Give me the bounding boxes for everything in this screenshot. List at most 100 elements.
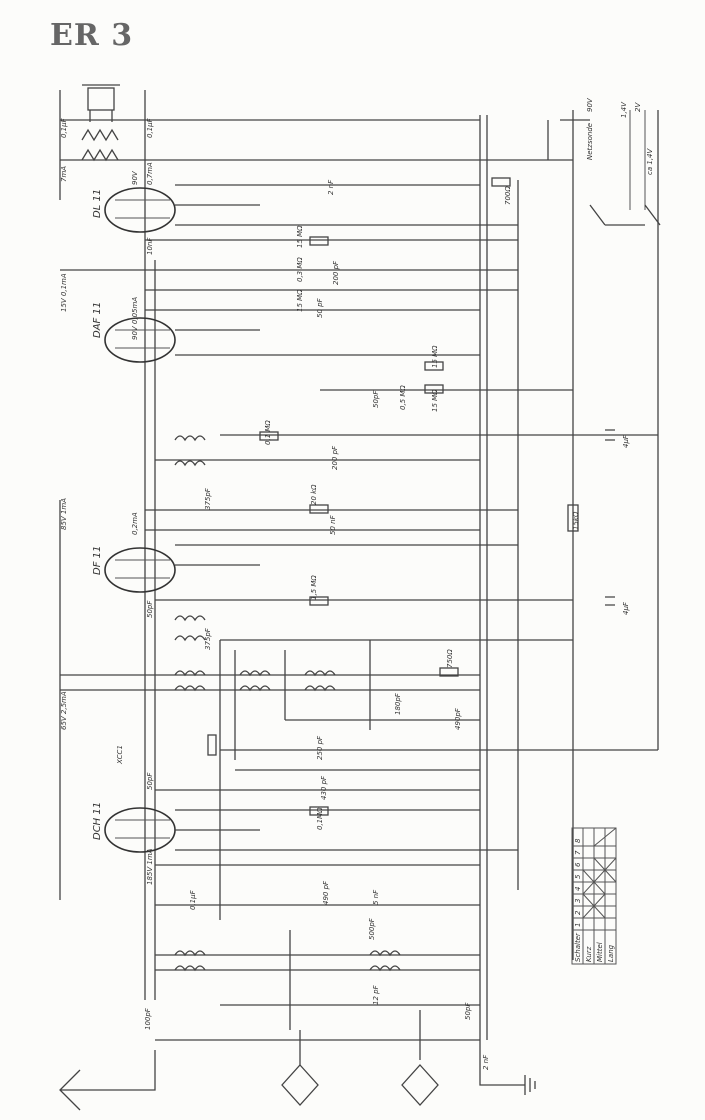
tube-dch11 (104, 807, 176, 853)
res-15mohm-b (424, 384, 444, 394)
coil-low-4 (369, 965, 401, 972)
coil-df-2 (174, 635, 206, 642)
cap-4uf-b (605, 596, 615, 606)
label-dl11-extra: 90V (131, 170, 139, 185)
res-15mohm (309, 236, 329, 246)
coil-low-3 (369, 950, 401, 957)
label-c-50pf3: 50pF (146, 600, 154, 618)
label-c-top2: 0,1μF (146, 117, 154, 138)
switch-table (571, 827, 617, 965)
coil-tune-6 (304, 685, 336, 692)
label-r-700: 700Ω (504, 186, 512, 205)
tube-daf11 (104, 317, 176, 363)
coil-tune-5 (304, 670, 336, 677)
res-15k (567, 504, 579, 532)
coil-mid-2 (174, 460, 206, 467)
coil-low-1 (174, 950, 206, 957)
label-14v: 1,4V (620, 101, 628, 118)
label-r-01b: 0,1MΩ (316, 807, 324, 830)
label-dl11-extra2: 0,7mA (146, 162, 154, 185)
antenna-coil-2 (401, 1064, 439, 1106)
label-c-5nf: 5 nF (372, 889, 380, 905)
coil-tune-3 (239, 670, 271, 677)
table-col-4: 4 (574, 887, 582, 891)
table-row-mittel: Mittel (596, 942, 604, 962)
label-dl11-rating: 7mA (60, 166, 68, 182)
table-col-1: 1 (574, 923, 582, 927)
tube-df11 (104, 547, 176, 593)
cap-4uf-a (605, 429, 615, 441)
xtal-xcc1 (207, 734, 217, 756)
label-c-10nf: 10nF (146, 237, 154, 255)
antenna-input-icon (59, 1050, 156, 1111)
label-c-375b: 375pF (204, 627, 212, 650)
label-c-4uf-b: 4μF (622, 601, 630, 615)
label-2v: 2V (634, 102, 642, 112)
label-r-15d: 15 MΩ (431, 389, 439, 412)
label-c-50pf5: 50pF (464, 1002, 472, 1020)
label-r-20k: 20 kΩ (310, 484, 318, 505)
label-r-15f: 1,5 MΩ (310, 575, 318, 600)
res-01b (309, 806, 329, 816)
label-c-2nf: 2 nF (482, 1054, 490, 1070)
label-dl11-name: DL 11 (92, 189, 103, 218)
page-title: ER 3 (50, 18, 134, 53)
table-row-lang: Lang (607, 944, 615, 962)
label-c-50pf2: 50pF (372, 390, 380, 408)
table-col-8: 8 (574, 838, 582, 843)
label-c-50nf: 50 nF (329, 514, 337, 535)
label-c-top1: 0,1μF (60, 117, 68, 138)
label-r-03: 0,3 MΩ (296, 257, 304, 282)
label-c-180: 180pF (394, 692, 402, 715)
label-c-500: 500pF (368, 917, 376, 940)
label-c-01uf: 0,1μF (189, 889, 197, 910)
label-c-2nf-top: 2 nF (327, 179, 335, 195)
antenna-coil-1 (281, 1064, 319, 1106)
label-netzsonde: Netzsonde (586, 123, 594, 160)
label-c-4uf-a: 4μF (622, 434, 630, 448)
table-col-5: 5 (574, 874, 582, 879)
label-r-05: 0,5 MΩ (399, 385, 407, 410)
table-col-2: 2 (574, 910, 582, 915)
coil-low-2 (174, 965, 206, 972)
table-col-7: 7 (574, 850, 582, 855)
power-switch (547, 119, 661, 226)
table-header-label: Schalter (574, 932, 582, 962)
label-r-15: 15 MΩ (296, 225, 304, 248)
label-r-01: 0,1 MΩ (264, 420, 272, 445)
coil-tune-2 (174, 685, 206, 692)
table-row-kurz: Kurz (585, 946, 593, 962)
res-750 (439, 667, 459, 677)
label-c-375: 375pF (204, 487, 212, 510)
label-90v: 90V (586, 97, 594, 112)
label-dch11-name: DCH 11 (92, 802, 103, 840)
label-r-15c: 15 MΩ (431, 345, 439, 368)
label-c-200b: 200 pF (331, 445, 339, 470)
coil-tune-1 (174, 670, 206, 677)
label-c-490: 490pF (454, 707, 462, 730)
label-c-250: 250 pF (316, 735, 324, 760)
label-14v-b: ca 1,4V (646, 148, 654, 175)
res-15-df (309, 596, 329, 606)
label-c-12: 12 pF (372, 984, 380, 1005)
speaker-icon (87, 87, 115, 111)
table-col-6: 6 (574, 862, 582, 867)
label-daf11-name: DAF 11 (92, 302, 103, 338)
label-dch11-osc: XCC1 (116, 745, 124, 765)
label-df11-extra: 0,2mA (131, 512, 139, 535)
resistor-top-1 (81, 128, 119, 142)
label-r-750: 750Ω (446, 649, 454, 668)
ground-icon (479, 1040, 536, 1095)
label-c-430: 430 pF (320, 775, 328, 800)
res-15mohm-c (424, 361, 444, 371)
label-df11-rating: 85V 1mA (60, 498, 68, 530)
label-c-50pf4: 50pF (146, 772, 154, 790)
label-daf11-rating: 15V 0,1mA (60, 273, 68, 312)
res-700 (491, 177, 511, 187)
tube-dl11 (104, 187, 176, 233)
label-r-15b: 15 MΩ (296, 289, 304, 312)
label-dch11-extra: 185V 1mA (146, 848, 154, 885)
coil-mid-1 (174, 435, 206, 442)
